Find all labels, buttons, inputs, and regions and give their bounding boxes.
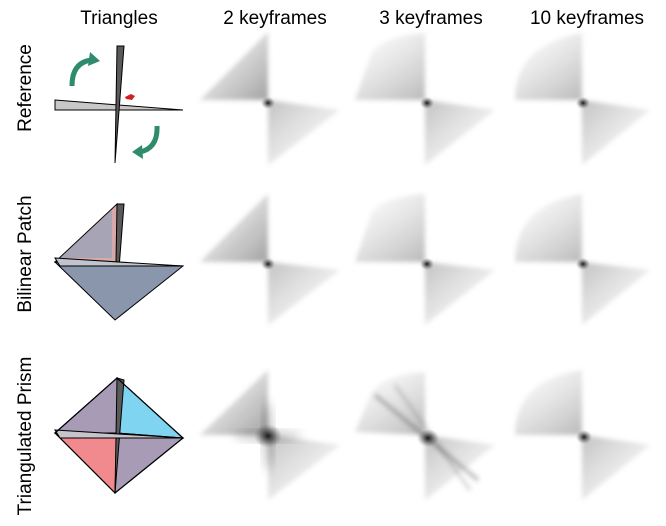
prism-10-keyframes-render <box>515 370 650 500</box>
reference-triangles-illustration <box>54 45 184 164</box>
column-header-10-keyframes: 10 keyframes <box>530 8 644 29</box>
reference-3-keyframes-render <box>355 33 495 165</box>
bilinear-10-keyframes-render <box>515 194 650 325</box>
rotation-arrow-icon-2 <box>139 125 160 155</box>
bilinear-2-keyframes-render <box>200 194 340 325</box>
vertical-triangle <box>114 45 125 164</box>
bilinear-3-keyframes-render <box>355 194 495 325</box>
row-label-reference: Reference <box>15 44 36 132</box>
row-label-bilinear-patch: Bilinear Patch <box>15 195 36 312</box>
reference-10-keyframes-render <box>515 33 650 165</box>
column-header-triangles: Triangles <box>80 8 157 29</box>
triangulated-prism-illustration <box>53 376 185 495</box>
bilinear-patch-illustration <box>53 202 185 321</box>
prism-2-keyframes-render <box>200 370 340 500</box>
rotation-arrowhead-icon-2 <box>132 145 143 159</box>
column-header-3-keyframes: 3 keyframes <box>379 8 482 29</box>
reference-2-keyframes-render <box>200 32 340 165</box>
prism-3-keyframes-render <box>355 372 495 500</box>
row-label-triangulated-prism: Triangulated Prism <box>15 357 36 516</box>
marker-icon <box>125 94 135 100</box>
rotation-arrowhead-icon <box>88 52 100 66</box>
column-header-2-keyframes: 2 keyframes <box>223 8 326 29</box>
